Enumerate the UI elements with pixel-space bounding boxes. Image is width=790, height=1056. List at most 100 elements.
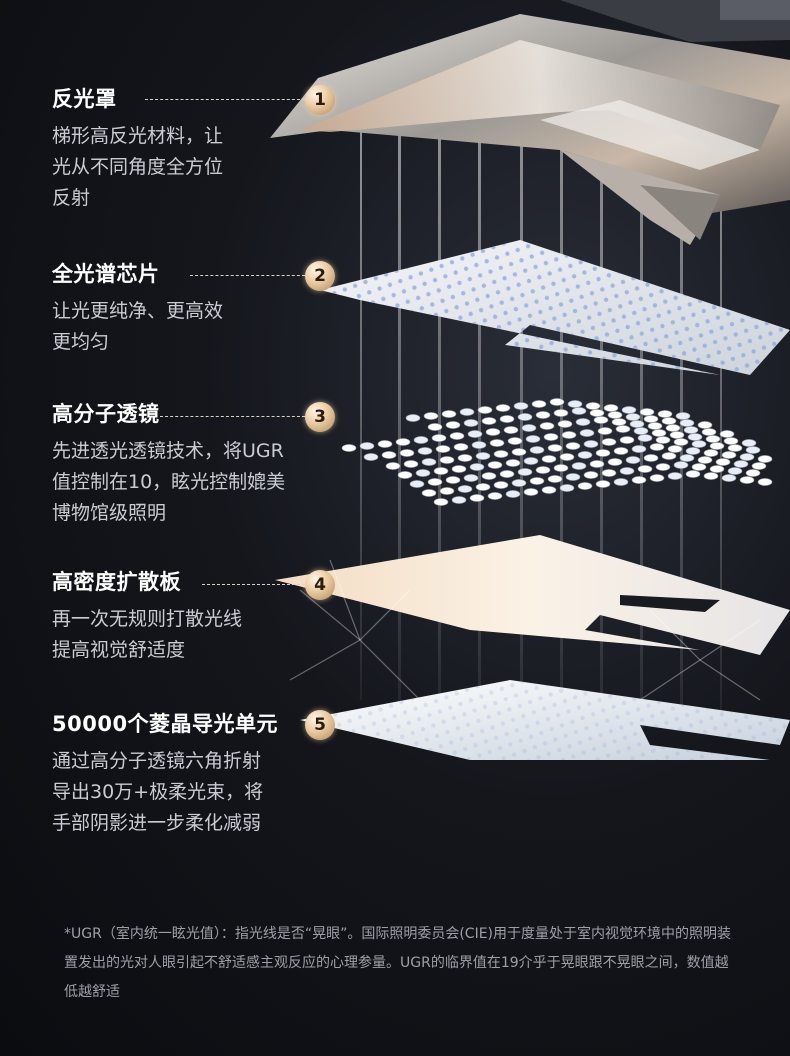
- desc-line: 梯形高反光材料，让: [52, 125, 224, 147]
- lens-element: [619, 467, 635, 475]
- lens-element: [445, 421, 461, 429]
- scatter-rays: [289, 559, 761, 701]
- lens-element: [757, 478, 773, 486]
- reflector-layer: [270, 14, 790, 245]
- lens-element: [607, 458, 623, 466]
- lens-element: [577, 451, 593, 459]
- lens-element: [703, 472, 719, 480]
- desc-line: 让光更纯净、更高效: [52, 300, 224, 322]
- lens-element: [403, 460, 419, 468]
- lens-element: [451, 496, 467, 504]
- lens-element: [705, 435, 721, 443]
- housing-bracket: [720, 0, 790, 20]
- lens-element: [541, 486, 557, 494]
- lens-element: [481, 472, 497, 480]
- lens-element: [469, 494, 485, 502]
- lens-element: [549, 398, 565, 406]
- desc-line: 更均匀: [52, 331, 110, 353]
- desc-line: 先进透光透镜技术，将UGR: [52, 440, 284, 462]
- feature-description: 先进透光透镜技术，将UGR 值控制在10，眩光控制媲美 博物馆级照明: [52, 436, 285, 529]
- lens-element: [565, 442, 581, 450]
- lens-element: [363, 453, 379, 461]
- lens-element: [427, 478, 443, 486]
- lens-element: [553, 409, 569, 417]
- lens-element: [511, 479, 527, 487]
- lens-element: [539, 422, 555, 430]
- lens-element: [535, 411, 551, 419]
- lens-element: [435, 445, 451, 453]
- lens-element: [631, 445, 647, 453]
- lens-element: [701, 428, 717, 436]
- lens-element: [421, 489, 437, 497]
- lens-element: [665, 424, 681, 432]
- ugr-footnote: *UGR（室内统一眩光值）：指光线是否“晃眼”。国际照明委员会(CIE)用于度量…: [64, 926, 732, 1000]
- lens-element: [615, 425, 631, 433]
- lens-element: [621, 406, 637, 414]
- lens-element: [667, 472, 683, 480]
- lens-element: [745, 446, 761, 454]
- diffuser-layer: [275, 535, 790, 655]
- lens-element: [589, 409, 605, 417]
- lens-element: [757, 455, 773, 463]
- lens-element: [661, 417, 677, 425]
- feature-title: 50000个菱晶导光单元: [52, 712, 279, 736]
- lens-element: [709, 465, 725, 473]
- lens-element: [631, 476, 647, 484]
- leader-line: [145, 99, 305, 100]
- lens-element: [441, 410, 457, 418]
- lens-element: [715, 458, 731, 466]
- feature-chip: 全光谱芯片 让光更纯净、更高效 更均匀: [52, 260, 223, 358]
- lens-element: [445, 476, 461, 484]
- lens-element: [589, 460, 605, 468]
- lens-element: [649, 443, 665, 451]
- lens-element: [397, 471, 413, 479]
- lens-element: [399, 449, 415, 457]
- lens-element: [727, 444, 743, 452]
- lens-element: [613, 478, 629, 486]
- lens-element: [423, 412, 439, 420]
- lens-element: [633, 427, 649, 435]
- lens-element: [409, 480, 425, 488]
- lens-element: [467, 430, 483, 438]
- feature-description: 让光更纯净、更高效 更均匀: [52, 296, 223, 358]
- lens-element: [643, 415, 659, 423]
- feature-light-guide: 50000个菱晶导光单元 通过高分子透镜六角折射 导出30万+极柔光束，将 手部…: [52, 710, 278, 839]
- lens-element: [601, 438, 617, 446]
- lens-element: [427, 423, 443, 431]
- lens-element: [619, 436, 635, 444]
- feature-description: 通过高分子透镜六角折射 导出30万+极柔光束，将 手部阴影进一步柔化减弱: [52, 746, 278, 839]
- lens-element: [721, 474, 737, 482]
- lens-element: [517, 413, 533, 421]
- lens-element: [697, 421, 713, 429]
- lens-element: [487, 461, 503, 469]
- number-badge: 1: [305, 85, 335, 115]
- lens-element: [471, 441, 487, 449]
- desc-line: 通过高分子透镜六角折射: [52, 750, 262, 772]
- lens-element: [439, 487, 455, 495]
- lens-element: [751, 462, 767, 470]
- lens-element: [489, 439, 505, 447]
- lens-element: [697, 456, 713, 464]
- lens-element: [601, 469, 617, 477]
- lens-element: [385, 462, 401, 470]
- lens-element: [727, 467, 743, 475]
- lens-element: [541, 455, 557, 463]
- leader-line: [160, 416, 305, 417]
- lens-element: [611, 418, 627, 426]
- number-badge: 5: [305, 710, 335, 740]
- lens-element: [703, 449, 719, 457]
- lens-element: [637, 465, 653, 473]
- lens-element: [593, 416, 609, 424]
- lens-element: [639, 408, 655, 416]
- lens-element: [595, 449, 611, 457]
- lens-element: [525, 435, 541, 443]
- lens-element: [669, 431, 685, 439]
- lens-element: [583, 440, 599, 448]
- lens-element: [559, 484, 575, 492]
- desc-line: 博物馆级照明: [52, 502, 167, 524]
- lens-element: [571, 462, 587, 470]
- lens-element: [417, 447, 433, 455]
- lens-element: [449, 432, 465, 440]
- lens-element: [457, 485, 473, 493]
- lens-element: [559, 453, 575, 461]
